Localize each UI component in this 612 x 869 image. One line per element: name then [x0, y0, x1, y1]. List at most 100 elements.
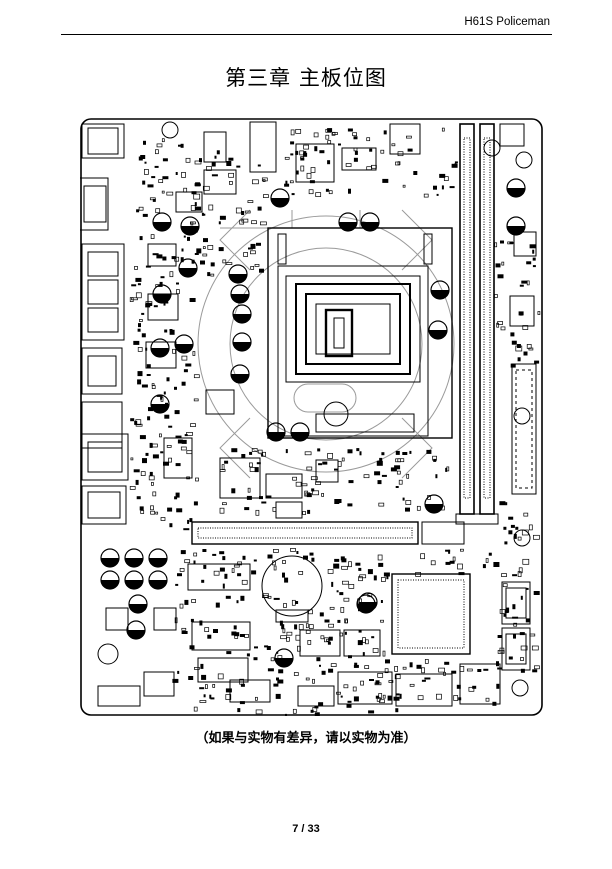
smd-part: [309, 552, 314, 556]
smd-part: [534, 360, 540, 364]
smd-part: [520, 595, 523, 600]
smd-part: [214, 155, 217, 159]
smd-part: [160, 276, 165, 279]
smd-part: [512, 616, 519, 619]
smd-part: [331, 131, 336, 136]
smd-part: [199, 700, 207, 703]
smd-part: [164, 414, 170, 419]
smd-part: [409, 683, 415, 687]
smd-part: [273, 565, 277, 571]
smd-part: [193, 398, 199, 402]
smd-part: [341, 558, 347, 563]
smd-part: [405, 500, 412, 505]
smd-part: [436, 193, 439, 196]
smd-part: [159, 433, 162, 438]
smd-part: [231, 568, 235, 573]
smd-part: [169, 271, 174, 278]
smd-part: [396, 470, 401, 475]
smd-part: [496, 683, 500, 689]
smd-part: [512, 604, 516, 610]
smd-part: [186, 476, 190, 480]
smd-part: [219, 215, 226, 220]
smd-part: [521, 280, 528, 284]
smd-part: [532, 669, 538, 673]
smd-part: [378, 502, 385, 507]
capacitor: [126, 620, 146, 640]
smd-part: [519, 311, 523, 316]
smd-part: [155, 511, 159, 515]
smd-part: [291, 193, 295, 196]
smd-part: [285, 713, 287, 716]
smd-part: [141, 333, 146, 338]
smd-part: [135, 277, 142, 282]
smd-part: [209, 694, 212, 699]
smd-part: [184, 559, 191, 564]
smd-part: [181, 381, 186, 386]
capacitor: [152, 284, 172, 304]
smd-part: [534, 665, 540, 670]
smd-part: [311, 557, 315, 562]
smd-part: [507, 241, 514, 245]
smd-part: [342, 580, 349, 585]
smd-part: [292, 476, 297, 481]
smd-part: [144, 169, 149, 175]
smd-part: [295, 150, 299, 155]
smd-part: [272, 560, 276, 566]
smd-part: [193, 374, 200, 379]
smd-part: [503, 526, 507, 530]
smd-part: [327, 569, 334, 574]
smd-part: [285, 449, 288, 454]
smd-part: [499, 501, 506, 506]
smd-part: [312, 678, 315, 684]
smd-part: [458, 697, 462, 701]
smd-part: [138, 323, 141, 328]
smd-part: [394, 674, 401, 680]
capacitor: [148, 570, 168, 590]
smd-part: [279, 620, 283, 626]
smd-part: [317, 448, 321, 452]
smd-part: [346, 703, 352, 708]
smd-part: [179, 603, 184, 609]
smd-part: [307, 509, 311, 514]
smd-part: [134, 266, 138, 270]
smd-part: [533, 534, 540, 540]
smd-part: [253, 559, 257, 562]
smd-part: [322, 461, 328, 465]
smd-part: [151, 176, 156, 179]
smd-part: [191, 259, 195, 264]
capacitors: [100, 178, 526, 668]
smd-part: [210, 273, 215, 277]
smd-part: [224, 460, 229, 464]
smd-part: [522, 325, 529, 330]
smd-part: [231, 631, 237, 636]
smd-part: [497, 274, 504, 279]
smd-part: [327, 140, 332, 144]
smd-part: [315, 192, 322, 197]
smd-part: [148, 475, 155, 481]
smd-part: [357, 598, 362, 605]
smd-part: [327, 641, 331, 645]
smd-part: [192, 351, 196, 356]
smd-part: [231, 448, 238, 453]
smd-part: [417, 695, 424, 701]
smd-part: [144, 161, 147, 164]
smd-part: [129, 297, 134, 302]
smd-part: [373, 575, 377, 581]
smd-part: [275, 693, 281, 699]
smd-part: [384, 668, 389, 674]
smd-part: [385, 659, 390, 664]
smd-part: [399, 693, 402, 699]
smd-part: [267, 554, 273, 559]
motherboard-layout-diagram: [80, 118, 543, 716]
smd-part: [505, 502, 508, 506]
smd-part: [215, 602, 220, 608]
smd-part: [175, 172, 178, 175]
smd-part: [356, 448, 360, 452]
smd-part: [375, 680, 380, 685]
smd-part: [139, 435, 146, 440]
smd-part: [395, 161, 400, 166]
smd-part: [181, 355, 188, 361]
smd-part: [261, 453, 264, 457]
smd-part: [303, 144, 309, 150]
smd-part: [222, 583, 225, 589]
